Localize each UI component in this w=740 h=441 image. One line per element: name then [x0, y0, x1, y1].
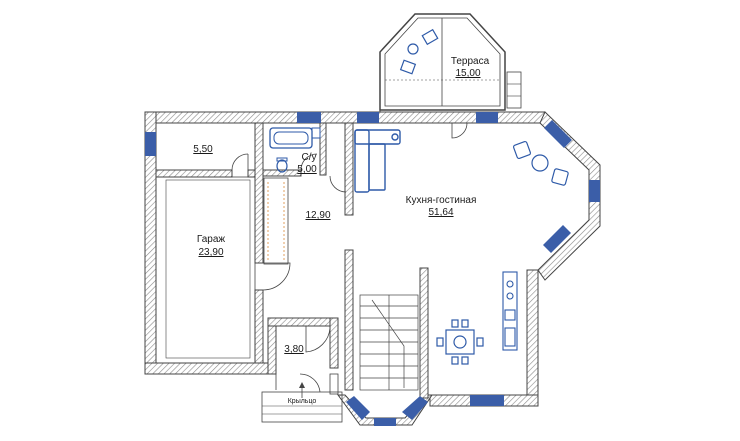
arrow-up-icon [299, 382, 305, 388]
armchair-icon [512, 140, 569, 186]
vestibule: 3,80 [275, 326, 339, 395]
terrace: Терраса 15,00 [379, 13, 522, 111]
window [297, 112, 321, 123]
porch-label: Крыльцо [288, 398, 317, 405]
window [357, 112, 379, 123]
window [145, 132, 156, 156]
window [543, 225, 571, 253]
toilet-icon [276, 159, 288, 173]
bathroom-area: 5,00 [297, 164, 317, 175]
terrace-area: 15,00 [455, 68, 480, 79]
window [589, 180, 600, 202]
window [544, 120, 572, 148]
window [470, 395, 504, 406]
kitchen-living-name: Кухня-гостиная [406, 195, 477, 206]
storage-area: 5,50 [193, 144, 213, 155]
terrace-name: Терраса [451, 56, 490, 67]
window [476, 112, 498, 123]
terrace-steps [506, 71, 522, 109]
staircase [359, 294, 419, 391]
porch: Крыльцо [261, 382, 343, 423]
windows [145, 112, 600, 426]
hall: 12,90 [262, 175, 347, 291]
garage: Гараж 23,90 [155, 176, 256, 364]
lounge-chair-icon [399, 28, 439, 75]
wardrobe-icon [263, 177, 289, 265]
garage-area: 23,90 [198, 247, 223, 258]
kitchen-living-area: 51,64 [428, 207, 453, 218]
hall-area: 12,90 [305, 210, 330, 221]
bathtub-icon [269, 127, 313, 149]
interior-walls [155, 122, 429, 399]
garage-name: Гараж [197, 234, 226, 245]
kitchen-living: Кухня-гостиная 51,64 [354, 122, 569, 365]
window [374, 418, 396, 426]
terrace-outline [379, 13, 506, 111]
window [346, 396, 370, 420]
bathroom: С/у 5,00 [269, 127, 321, 175]
window [402, 396, 428, 420]
dining-table-icon [436, 319, 484, 365]
storage-room: 5,50 [193, 144, 249, 171]
vestibule-area: 3,80 [284, 344, 304, 355]
sink-icon [311, 127, 321, 139]
sofa-icon [354, 129, 401, 193]
kitchen-counter-icon [502, 271, 518, 351]
bathroom-name: С/у [302, 152, 317, 163]
